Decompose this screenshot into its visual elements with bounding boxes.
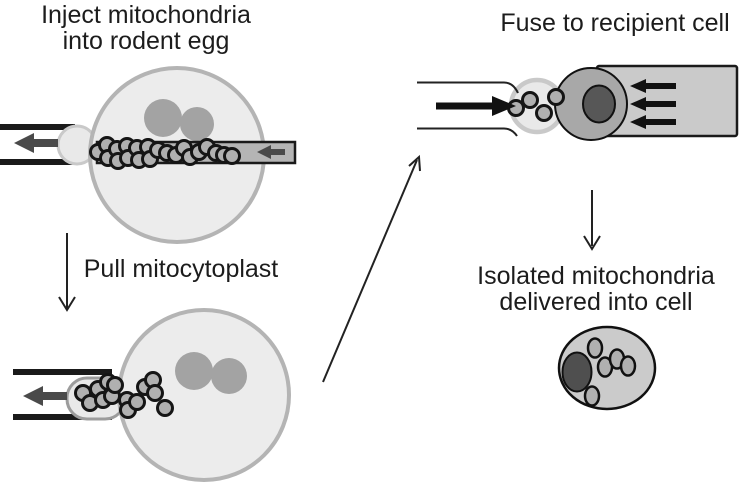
holding-pipette-top-wall [0,124,75,130]
pronucleus [144,99,182,137]
step3-label: Fuse to recipient cell [500,9,730,37]
fusion-pipette-top-wall [417,81,519,94]
pronucleus [180,107,214,141]
mitochondrion [619,355,637,377]
step1-inject-group [0,66,297,244]
fusion-pipette-bottom-wall [417,127,518,137]
mitochondrion [106,376,124,394]
pull-pipette-top-wall [13,369,112,375]
step4-label: Isolated mitochondria delivered into cel… [477,263,715,315]
mitochondrion [156,399,174,417]
step1-label-line2: into rodent egg [62,27,230,55]
recipient-cell-nucleus [582,84,616,124]
mitochondrion [223,147,241,165]
step4-delivered-group [557,325,657,411]
delivered-mitochondria [583,337,637,407]
mitochondrion [547,88,565,106]
pull-left-arrow-icon [23,386,67,406]
step3-fuse-group [417,64,739,141]
mitochondrion [128,393,146,411]
egg2-mitochondria [74,371,174,419]
step4-label-line1: Isolated mitochondria [477,262,715,290]
mitochondrion [146,384,164,402]
step3-to-step4-arrow [583,190,601,251]
arrow-head-icon [58,296,76,312]
suction-left-arrow-icon [630,97,676,111]
inject-left-arrow-icon [257,145,285,159]
pull-pipette-bottom-wall [13,414,112,420]
step4-label-line2: delivered into cell [499,288,693,316]
mitochondrion [583,385,601,407]
arrow-head-icon [408,154,421,172]
vesicle-mitochondria [507,88,565,122]
mitochondrion [521,91,539,109]
arrow-head-icon [583,235,601,251]
step2-label: Pull mitocytoplast [83,255,279,283]
step1-to-step2-arrow [58,233,76,312]
pronucleus [175,352,213,390]
pronucleus [211,358,247,394]
egg1-mitochondria [89,136,241,170]
holding-pipette-bottom-wall [0,159,75,165]
mitochondrion [535,104,553,122]
step2-pull-group [13,308,291,482]
mitochondrion [586,337,604,359]
suction-left-arrow-icon [630,79,676,93]
step2-to-step3-arrow [322,154,421,383]
step1-label: Inject mitochondria into rodent egg [41,2,251,54]
arrow-shaft [322,159,418,383]
step1-label-line1: Inject mitochondria [41,1,251,29]
delivered-cell-nucleus [561,351,593,393]
pull-left-arrow-icon [14,133,58,153]
suction-left-arrow-icon [630,115,676,129]
push-right-arrow-icon [436,96,516,116]
